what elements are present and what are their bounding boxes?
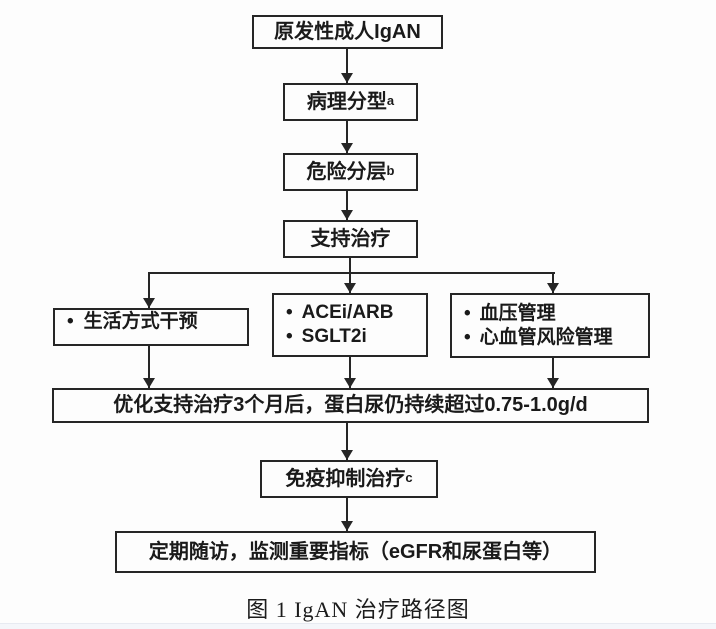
arrow-down-icon bbox=[346, 423, 348, 460]
connector-branch-line bbox=[149, 272, 555, 274]
node-label: 优化支持治疗3个月后，蛋白尿仍持续超过0.75-1.0g/d bbox=[113, 394, 588, 416]
bullet-icon: • bbox=[286, 302, 293, 324]
node-regular-followup-monitoring: 定期随访，监测重要指标（eGFR和尿蛋白等） bbox=[115, 531, 596, 573]
arrow-down-icon bbox=[349, 272, 351, 293]
arrow-down-icon bbox=[346, 121, 348, 153]
node-label: 定期随访，监测重要指标（eGFR和尿蛋白等） bbox=[148, 540, 563, 563]
node-lifestyle-intervention: • 生活方式干预 bbox=[53, 308, 249, 346]
node-label: 原发性成人IgAN bbox=[274, 20, 421, 43]
node-item-label: 心血管风险管理 bbox=[479, 326, 613, 348]
node-item-label: 生活方式干预 bbox=[83, 311, 198, 332]
node-supportive-treatment: 支持治疗 bbox=[283, 220, 418, 258]
arrow-down-icon bbox=[349, 357, 351, 388]
node-label: 危险分层 bbox=[306, 160, 387, 183]
arrow-down-icon bbox=[148, 272, 150, 308]
node-item-label: ACEi/ARB bbox=[301, 302, 394, 324]
node-bp-cardiovascular-management: • 血压管理 • 心血管风险管理 bbox=[450, 293, 650, 358]
arrow-down-icon bbox=[346, 49, 348, 83]
arrow-down-icon bbox=[552, 272, 554, 293]
node-item-label: 血压管理 bbox=[479, 302, 556, 324]
connector-stem bbox=[349, 258, 351, 274]
figure-caption: 图 1 IgAN 治疗路径图 bbox=[246, 597, 470, 622]
arrow-down-icon bbox=[148, 346, 150, 388]
arrow-down-icon bbox=[346, 191, 348, 220]
bullet-icon: • bbox=[464, 302, 471, 324]
node-optimized-support-proteinuria: 优化支持治疗3个月后，蛋白尿仍持续超过0.75-1.0g/d bbox=[52, 388, 649, 423]
arrow-down-icon bbox=[552, 358, 554, 388]
page-bottom-edge bbox=[0, 623, 716, 629]
arrow-down-icon bbox=[346, 498, 348, 531]
node-item-label: SGLT2i bbox=[301, 326, 367, 347]
node-label: 支持治疗 bbox=[310, 227, 391, 250]
bullet-icon: • bbox=[67, 311, 74, 332]
node-acei-arb-sglt2i: • ACEi/ARB • SGLT2i bbox=[272, 293, 428, 357]
node-primary-adult-igan: 原发性成人IgAN bbox=[252, 15, 443, 49]
node-label: 免疫抑制治疗 bbox=[285, 467, 406, 490]
node-label: 病理分型 bbox=[306, 90, 387, 113]
bullet-icon: • bbox=[464, 326, 471, 348]
bullet-icon: • bbox=[286, 326, 293, 347]
